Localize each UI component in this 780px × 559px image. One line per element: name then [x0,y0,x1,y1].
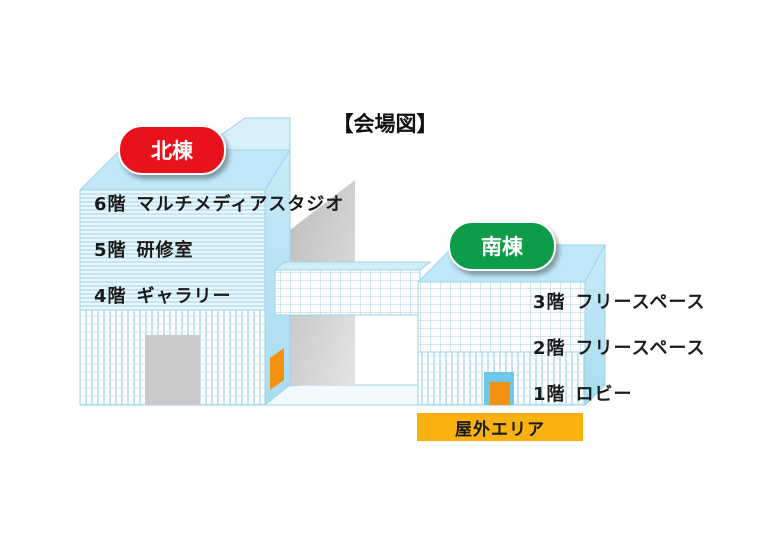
floor-number: 3階 [533,292,566,313]
north-floor-5: 5階研修室 [94,236,194,262]
north-entrance [145,335,200,405]
north-floor-4: 4階ギャラリー [94,282,232,308]
floor-number: 2階 [533,338,566,359]
floor-number: 4階 [94,286,127,307]
south-floor-3: 3階フリースペース [533,288,705,314]
north-door [270,348,284,390]
south-building-label: 南棟 [448,221,556,271]
north-floor-6: 6階マルチメディアスタジオ [94,190,344,216]
floor-label: フリースペース [575,292,706,313]
floor-label: 研修室 [136,240,194,261]
south-floor-2: 2階フリースペース [533,334,705,360]
floor-label: マルチメディアスタジオ [136,194,345,215]
floor-label: ギャラリー [136,286,232,307]
floor-number: 6階 [94,194,127,215]
south-floor-1: 1階ロビー [533,380,633,406]
floor-label: ロビー [575,384,633,405]
south-side [584,244,606,407]
outdoor-area-label: 屋外エリア [417,413,583,441]
bridge-front [274,269,421,316]
south-entrance-door [490,382,510,405]
floor-number: 1階 [533,384,566,405]
floor-label: フリースペース [575,338,706,359]
floor-number: 5階 [94,240,127,261]
north-building-label: 北棟 [118,125,226,175]
map-title: 【会場図】 [332,112,438,136]
bridge-top [273,261,432,271]
